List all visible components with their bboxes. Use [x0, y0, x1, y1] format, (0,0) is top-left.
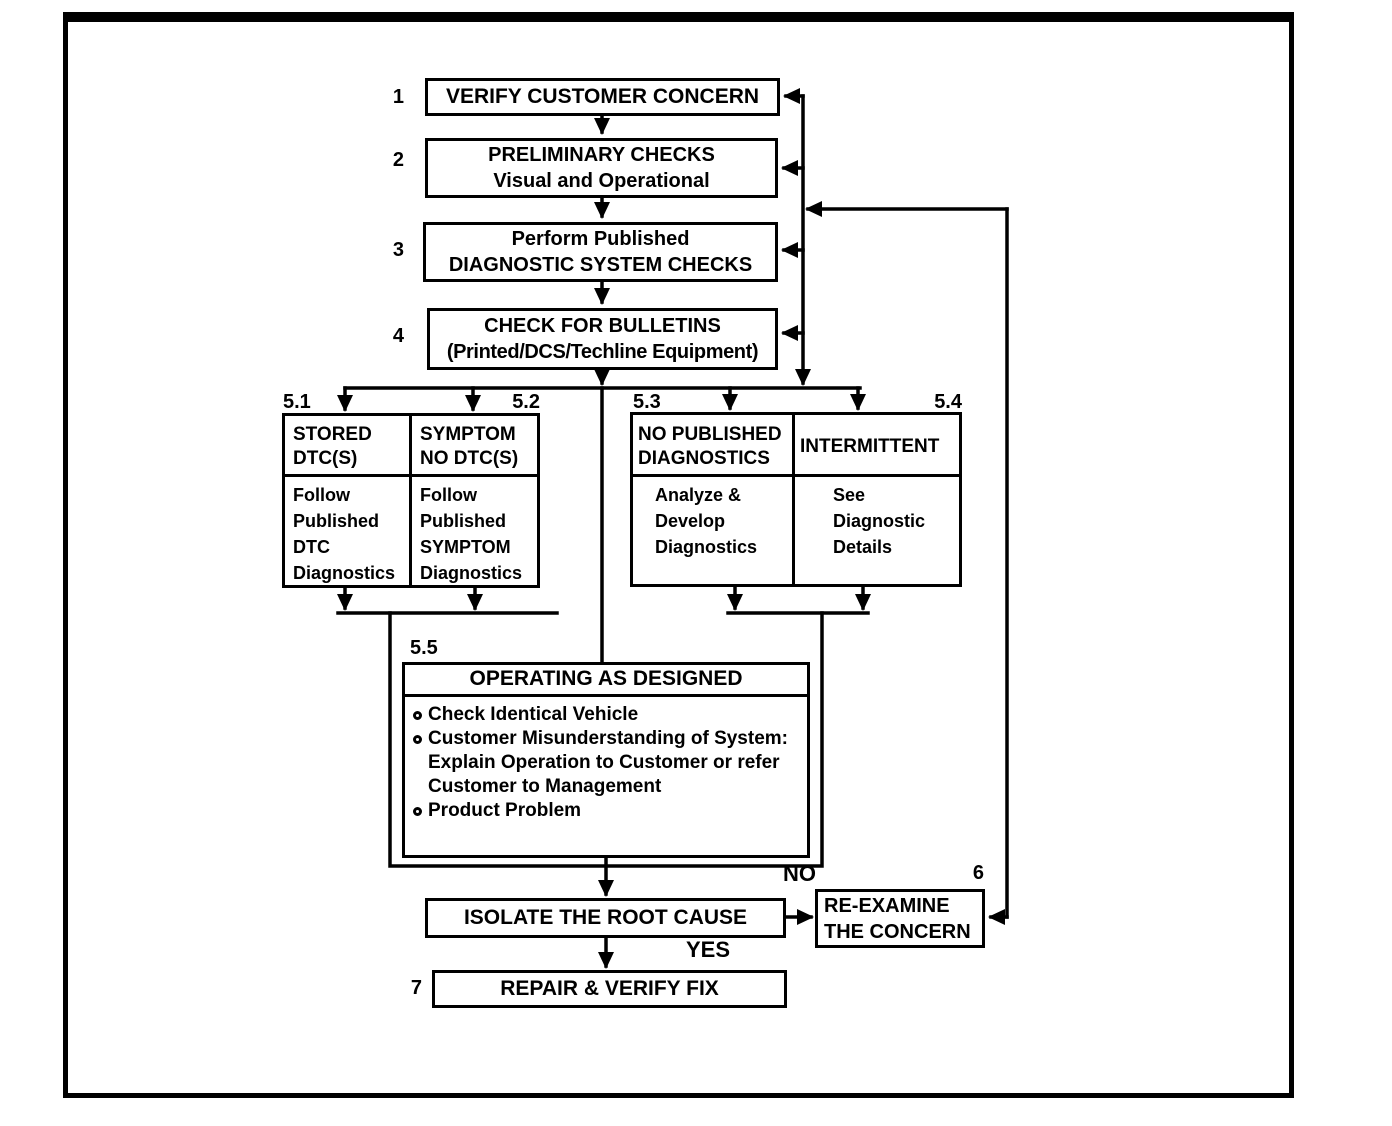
step-number-7: 7: [410, 977, 422, 999]
step-title: Perform Published: [511, 228, 690, 250]
bottom-flow-arrows: [598, 856, 814, 969]
step-title: THE CONCERN: [824, 920, 971, 943]
branch-51-header: STORED DTC(S): [285, 416, 412, 477]
step-box-check-bulletins: CHECK FOR BULLETINS (Printed/DCS/Techlin…: [427, 308, 778, 370]
branch-54-header: INTERMITTENT: [795, 415, 959, 477]
bullet-text: Product Problem: [428, 800, 582, 821]
bullet-icon: [413, 735, 422, 744]
isolate-root-cause-box: ISOLATE THE ROOT CAUSE: [425, 898, 786, 938]
step-subtitle: DIAGNOSTIC SYSTEM CHECKS: [448, 254, 753, 276]
branch-52-header: SYMPTOM NO DTC(S): [412, 416, 537, 477]
branch-number-5-5: 5.5: [410, 637, 438, 659]
step-title: REPAIR & VERIFY FIX: [500, 977, 719, 1000]
branch-55-bullets: Check Identical Vehicle Customer Misunde…: [405, 697, 807, 823]
edge-label-yes: YES: [686, 937, 731, 962]
branch-53-header: NO PUBLISHED DIAGNOSTICS: [633, 415, 795, 477]
branch-split-lines: [337, 386, 866, 666]
step-number-6: 6: [972, 862, 984, 884]
branch-number-5-2: 5.2: [512, 391, 540, 413]
branch-grid-intermittent: NO PUBLISHED DIAGNOSTICS INTERMITTENT An…: [630, 412, 962, 587]
step-title: RE-EXAMINE: [824, 894, 950, 917]
branch-53-body: Analyze & Develop Diagnostics: [633, 477, 795, 584]
step-title: ISOLATE THE ROOT CAUSE: [463, 906, 748, 929]
branch-grid-dtc: STORED DTC(S) SYMPTOM NO DTC(S) Follow P…: [282, 413, 540, 588]
branch-number-5-1: 5.1: [283, 391, 311, 413]
branch-55-header: OPERATING AS DESIGNED: [405, 665, 807, 697]
step-number-1: 1: [392, 86, 404, 108]
step-box-preliminary-checks: PRELIMINARY CHECKS Visual and Operationa…: [425, 138, 778, 198]
bullet-text: Customer Misunderstanding of System: Exp…: [428, 728, 788, 797]
bullet-item: Customer Misunderstanding of System: Exp…: [411, 727, 803, 799]
step-subtitle: (Printed/DCS/Techline Equipment): [446, 341, 759, 363]
branch-55-box: OPERATING AS DESIGNED Check Identical Ve…: [402, 662, 810, 858]
re-examine-concern-box: RE-EXAMINE THE CONCERN: [815, 889, 985, 948]
bullet-icon: [413, 711, 422, 720]
step-box-diagnostic-system-checks: Perform Published DIAGNOSTIC SYSTEM CHEC…: [423, 222, 778, 282]
branch-number-5-3: 5.3: [633, 391, 661, 413]
step-title: CHECK FOR BULLETINS: [484, 315, 721, 337]
bullet-item: Check Identical Vehicle: [411, 703, 803, 727]
feedback-line: [805, 201, 1009, 925]
branch-51-body: Follow Published DTC Diagnostics: [285, 477, 412, 586]
step-title: PRELIMINARY CHECKS: [488, 144, 715, 166]
step-box-verify-concern: VERIFY CUSTOMER CONCERN: [425, 78, 780, 116]
branch-52-body: Follow Published SYMPTOM Diagnostics: [420, 485, 523, 583]
repair-verify-fix-box: REPAIR & VERIFY FIX: [432, 970, 787, 1008]
step-title: VERIFY CUSTOMER CONCERN: [445, 85, 760, 108]
step-subtitle: Visual and Operational: [493, 170, 710, 192]
bullet-item: Product Problem: [411, 799, 803, 823]
branch-number-5-4: 5.4: [934, 391, 962, 413]
bullet-text: Check Identical Vehicle: [428, 704, 639, 725]
step-number-4: 4: [392, 325, 404, 347]
return-distribution-line: [781, 88, 811, 386]
branch-54-body: See Diagnostic Details: [833, 485, 926, 557]
step-number-2: 2: [392, 149, 404, 171]
step-number-3: 3: [392, 239, 404, 261]
edge-label-no: NO: [783, 861, 816, 886]
bullet-icon: [413, 807, 422, 816]
diagram-frame: [63, 12, 1294, 1098]
